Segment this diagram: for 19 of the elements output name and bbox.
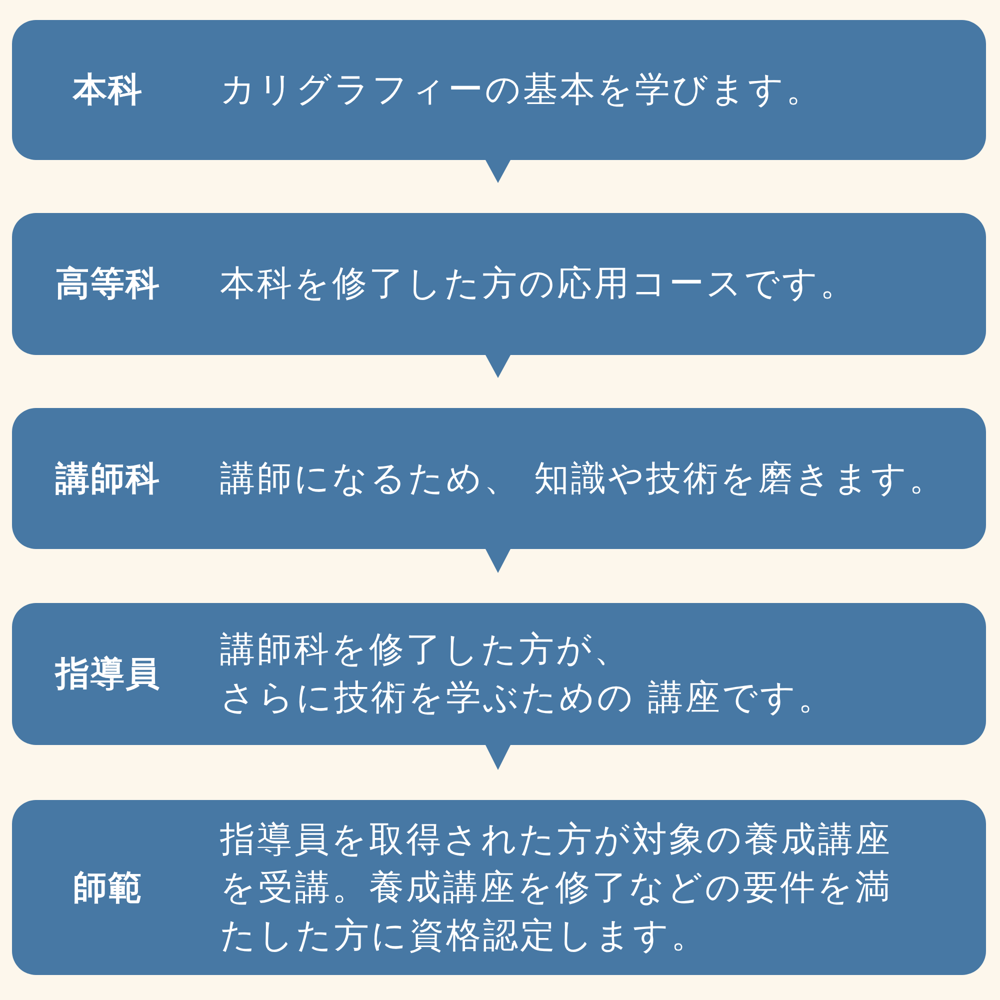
- course-name: 師範: [72, 866, 144, 910]
- course-name: 高等科: [54, 263, 162, 306]
- course-card: [12, 800, 986, 975]
- course-name: 講師科: [54, 458, 162, 500]
- course-description: 講師科を修了した方が、さらに技術を学ぶための 講座です。: [220, 629, 836, 720]
- course-card: [12, 603, 986, 745]
- course-card: [12, 20, 986, 160]
- course-card: [12, 408, 986, 549]
- course-description: 本科を修了した方の応用コースです。: [220, 263, 857, 306]
- course-description: 指導員を取得された方が対象の養成講座を受講。養成講座を修了などの要件を満たした方に資格認定します。: [220, 818, 892, 958]
- pointer-arrow: [486, 745, 510, 770]
- course-description: カリグラフィーの基本を学びます。: [220, 69, 823, 112]
- pointer-arrow: [486, 355, 510, 378]
- pointer-arrow: [486, 160, 510, 183]
- course-description: 講師になるため、 知識や技術を磨きます。: [220, 458, 946, 500]
- course-name: 指導員: [54, 653, 162, 696]
- pointer-arrow: [486, 549, 510, 573]
- course-card: [12, 213, 986, 355]
- course-name: 本科: [72, 69, 144, 112]
